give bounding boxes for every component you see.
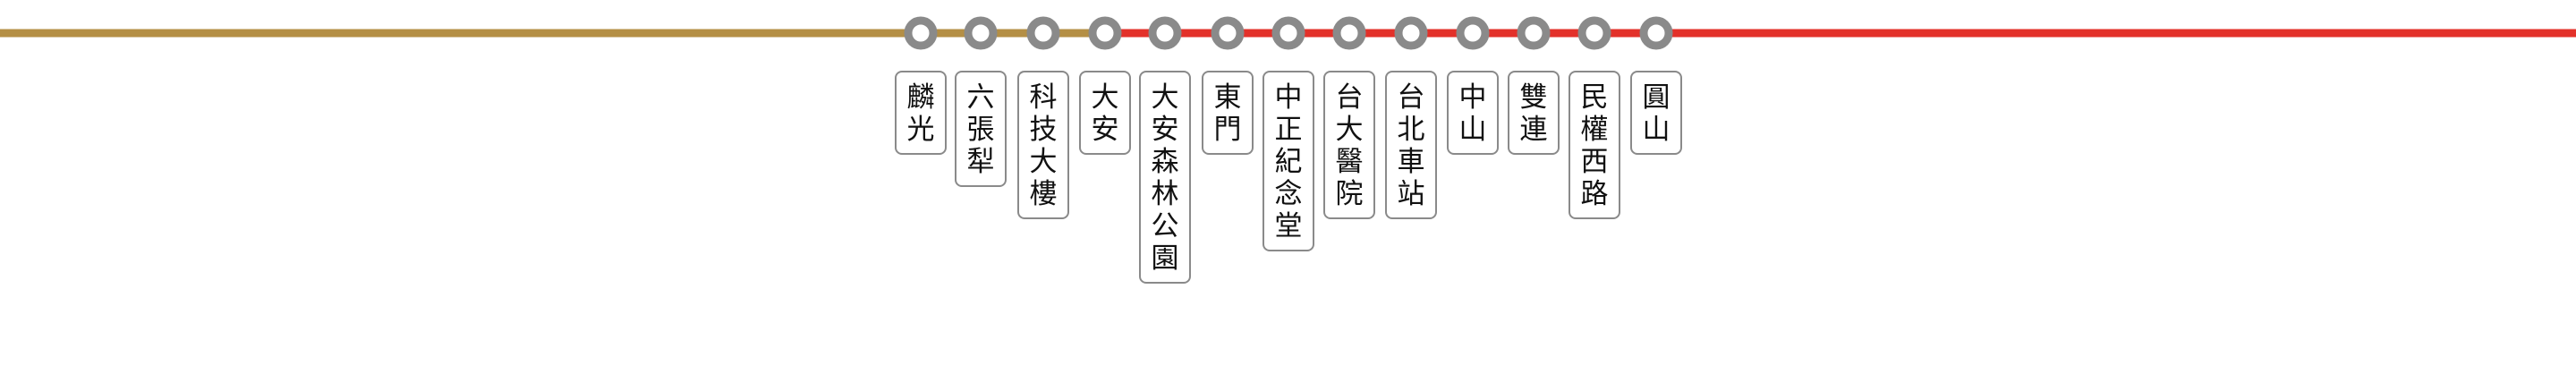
station-name: 科技大樓 [1030, 81, 1058, 210]
station-name: 中山 [1459, 81, 1487, 146]
station: 台北車站 [1385, 16, 1437, 219]
station-marker [1394, 16, 1428, 50]
station-marker [1088, 16, 1122, 50]
station-label-box [1630, 71, 1682, 155]
station-name: 台大醫院 [1336, 81, 1364, 210]
station-marker [1517, 16, 1551, 50]
station-label-box [1202, 71, 1254, 155]
station-label-box [1079, 71, 1131, 155]
station-marker [904, 16, 938, 50]
station-name: 麟光 [907, 81, 935, 146]
station-marker [964, 16, 998, 50]
station-name: 台北車站 [1398, 81, 1425, 210]
station-name: 六張犁 [967, 81, 995, 178]
station: 六張犁 [955, 16, 1007, 187]
station-label-box [1262, 71, 1314, 251]
station-marker [1456, 16, 1490, 50]
station-name: 中正紀念堂 [1275, 81, 1303, 242]
station-marker [1026, 16, 1060, 50]
station-label-box [1323, 71, 1375, 219]
station: 科技大樓 [1017, 16, 1069, 219]
station: 大安 [1079, 16, 1131, 155]
station-name: 大安 [1092, 81, 1119, 146]
station: 中正紀念堂 [1262, 16, 1314, 251]
station-marker [1211, 16, 1245, 50]
station-marker [1148, 16, 1182, 50]
station-label-box [1569, 71, 1620, 219]
station-label-box [1385, 71, 1437, 219]
station: 雙連 [1508, 16, 1560, 155]
station-name: 圓山 [1643, 81, 1671, 146]
station-name: 大安森林公園 [1152, 81, 1179, 275]
station-label-box [955, 71, 1007, 187]
station-name: 雙連 [1520, 81, 1548, 146]
station: 中山 [1447, 16, 1499, 155]
station-marker [1577, 16, 1611, 50]
station-label-box [895, 71, 947, 155]
station: 台大醫院 [1323, 16, 1375, 219]
station-label-box [1139, 71, 1191, 284]
station: 東門 [1202, 16, 1254, 155]
station-name: 東門 [1214, 81, 1242, 146]
station-marker [1332, 16, 1366, 50]
station: 大安森林公園 [1139, 16, 1191, 284]
station-label-box [1447, 71, 1499, 155]
station: 圓山 [1630, 16, 1682, 155]
station-label-box [1508, 71, 1560, 155]
station-marker [1639, 16, 1673, 50]
station-label-box [1017, 71, 1069, 219]
station: 民權西路 [1569, 16, 1620, 219]
station: 麟光 [895, 16, 947, 155]
station-name: 民權西路 [1581, 81, 1609, 210]
station-marker [1271, 16, 1305, 50]
